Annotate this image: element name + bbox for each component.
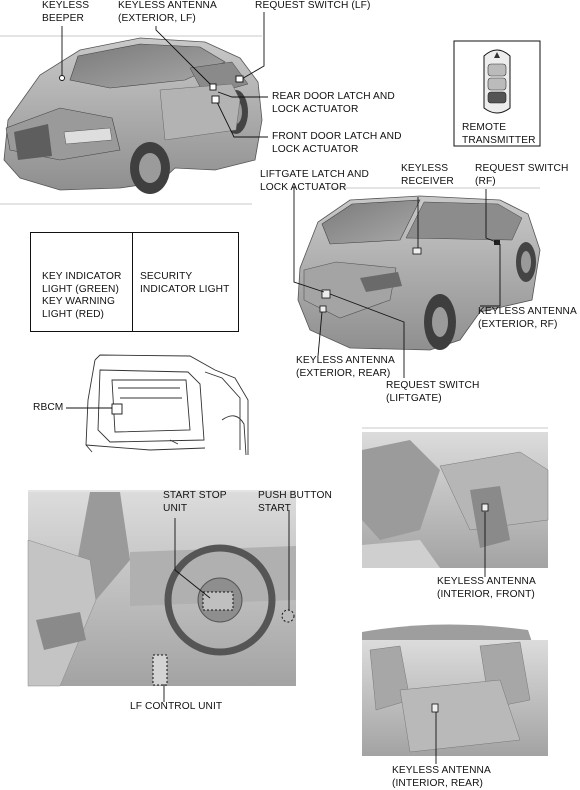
label-line: RECEIVER: [401, 176, 454, 189]
label-keyless-receiver: KEYLESS RECEIVER: [401, 163, 454, 188]
label-line: KEYLESS: [401, 163, 454, 176]
label-keyless-antenna-exterior-lf: KEYLESS ANTENNA (EXTERIOR, LF): [118, 0, 217, 25]
label-liftgate-latch: LIFTGATE LATCH AND LOCK ACTUATOR: [260, 169, 369, 194]
car-front-view: [0, 36, 262, 204]
label-request-switch-rf: REQUEST SWITCH (RF): [475, 163, 568, 188]
label-keyless-beeper: KEYLESS BEEPER: [42, 0, 89, 25]
label-line: LOCK ACTUATOR: [260, 182, 369, 195]
label-line: START STOP: [163, 490, 227, 503]
key-indicator-line: LIGHT (GREEN): [42, 284, 121, 297]
label-line: (INTERIOR, FRONT): [437, 589, 536, 602]
front-interior-view: [28, 491, 296, 686]
label-lf-control-unit: LF CONTROL UNIT: [130, 701, 222, 714]
label-keyless-antenna-interior-front: KEYLESS ANTENNA (INTERIOR, FRONT): [437, 576, 536, 601]
label-line: KEYLESS: [42, 0, 89, 13]
interior-rear-view: [362, 624, 548, 756]
label-line: KEYLESS ANTENNA: [296, 355, 395, 368]
label-line: START: [258, 503, 332, 516]
label-push-button-start: PUSH BUTTON START: [258, 490, 332, 515]
label-line: BEEPER: [42, 13, 89, 26]
label-line: LIFTGATE LATCH AND: [260, 169, 369, 182]
label-line: RBCM: [33, 402, 63, 415]
label-line: REQUEST SWITCH: [475, 163, 568, 176]
label-line: (EXTERIOR, RF): [478, 319, 577, 332]
label-start-stop-unit: START STOP UNIT: [163, 490, 227, 515]
label-front-door-latch: FRONT DOOR LATCH AND LOCK ACTUATOR: [272, 131, 402, 156]
interior-front-view: [362, 428, 548, 568]
label-line: LOCK ACTUATOR: [272, 104, 395, 117]
label-line: KEYLESS ANTENNA: [478, 306, 577, 319]
label-line: KEYLESS ANTENNA: [437, 576, 536, 589]
security-indicator-line: SECURITY: [140, 271, 229, 284]
label-request-switch-liftgate: REQUEST SWITCH (LIFTGATE): [386, 380, 479, 405]
label-line: REQUEST SWITCH (LF): [255, 0, 370, 13]
label-line: (INTERIOR, REAR): [392, 778, 491, 790]
label-keyless-antenna-exterior-rf: KEYLESS ANTENNA (EXTERIOR, RF): [478, 306, 577, 331]
security-indicator-line: INDICATOR LIGHT: [140, 284, 229, 297]
label-keyless-antenna-interior-rear: KEYLESS ANTENNA (INTERIOR, REAR): [392, 765, 491, 790]
label-line: FRONT DOOR LATCH AND: [272, 131, 402, 144]
key-indicator-line: KEY INDICATOR: [42, 271, 121, 284]
label-line: UNIT: [163, 503, 227, 516]
key-warning-line: KEY WARNING: [42, 296, 121, 309]
label-rbcm: RBCM: [33, 402, 63, 415]
label-line: KEYLESS ANTENNA: [118, 0, 217, 13]
label-line: REAR DOOR LATCH AND: [272, 91, 395, 104]
label-line: LOCK ACTUATOR: [272, 144, 402, 157]
label-request-switch-lf: REQUEST SWITCH (LF): [255, 0, 370, 13]
label-line: LF CONTROL UNIT: [130, 701, 222, 714]
label-rear-door-latch: REAR DOOR LATCH AND LOCK ACTUATOR: [272, 91, 395, 116]
label-line: (EXTERIOR, REAR): [296, 368, 395, 381]
label-line: (EXTERIOR, LF): [118, 13, 217, 26]
label-line: (LIFTGATE): [386, 393, 479, 406]
label-line: TRANSMITTER: [462, 135, 536, 148]
key-warning-line: LIGHT (RED): [42, 309, 121, 322]
rbcm-vehicle-line-art: [86, 355, 248, 455]
label-line: PUSH BUTTON: [258, 490, 332, 503]
label-line: KEYLESS ANTENNA: [392, 765, 491, 778]
label-line: REMOTE: [462, 122, 536, 135]
label-keyless-antenna-exterior-rear: KEYLESS ANTENNA (EXTERIOR, REAR): [296, 355, 395, 380]
label-line: (RF): [475, 176, 568, 189]
key-indicator-label: KEY INDICATOR LIGHT (GREEN) KEY WARNING …: [42, 271, 121, 321]
security-indicator-label: SECURITY INDICATOR LIGHT: [140, 271, 229, 296]
label-line: REQUEST SWITCH: [386, 380, 479, 393]
label-remote-transmitter: REMOTE TRANSMITTER: [462, 122, 536, 147]
